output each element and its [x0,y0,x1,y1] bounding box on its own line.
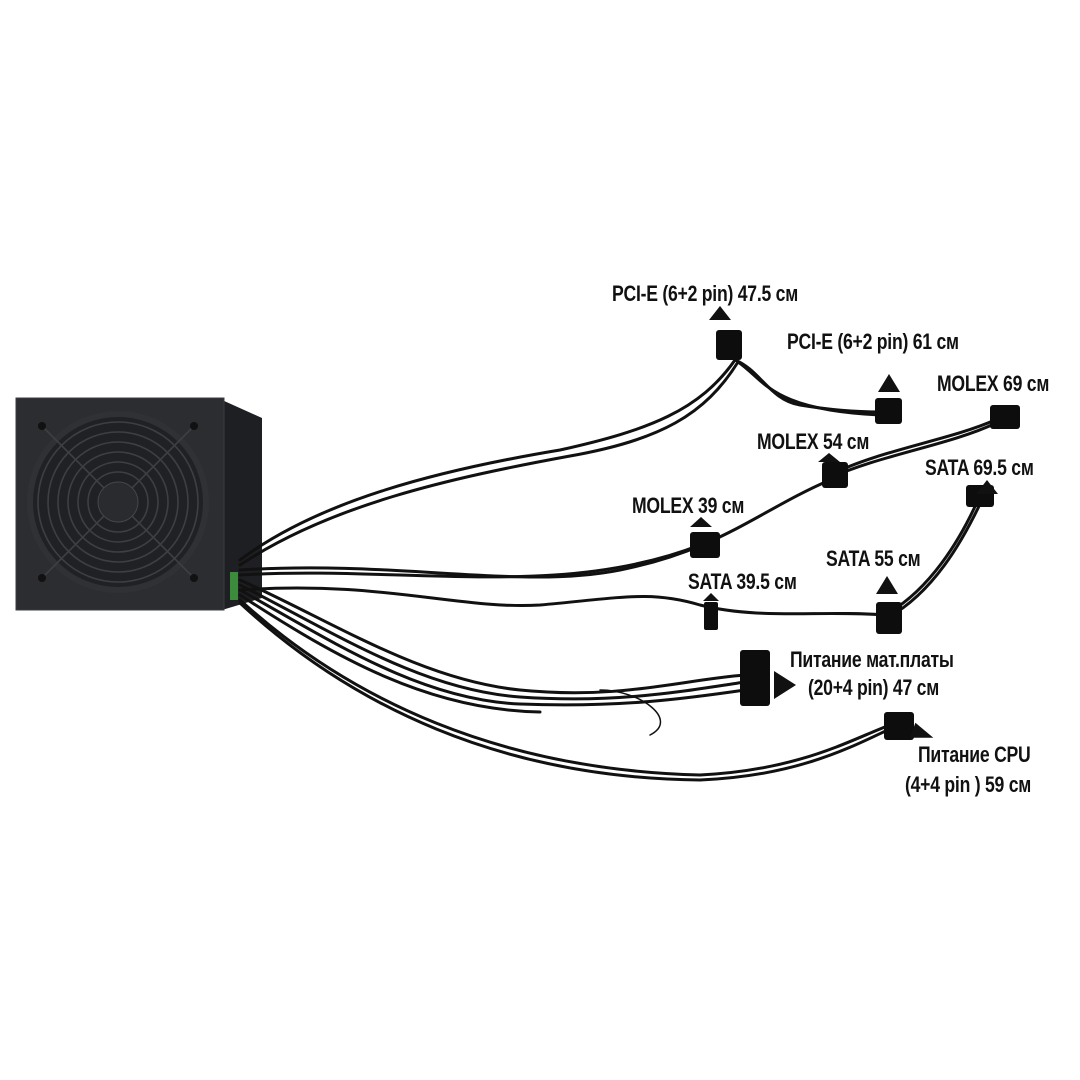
molex-connector-54 [822,462,848,488]
label-cpu-line2: (4+4 pin ) 59 см [905,772,1032,797]
label-sata-69-5: SATA 69.5 см [925,455,1034,480]
cables [238,358,998,782]
cpu-connector [884,712,914,740]
fan-icon [27,411,209,593]
label-pcie-47: PCI-E (6+2 pin) 47.5 см [612,281,799,306]
arrow-up-icon [976,480,998,494]
arrow-up-icon [818,453,840,462]
arrow-up-icon [876,576,898,594]
sata-connector-55 [876,602,902,634]
motherboard-connector [740,650,770,706]
arrow-up-icon [690,517,712,527]
label-molex-69: MOLEX 69 см [937,371,1050,396]
molex-connector-39 [690,532,720,558]
label-cpu-line1: Питание CPU [918,742,1031,767]
label-pcie-61: PCI-E (6+2 pin) 61 см [787,329,959,354]
label-sata-39-5: SATA 39.5 см [688,569,797,594]
pcie-connector-1 [716,330,742,360]
arrow-right-icon [774,671,796,699]
arrow-up-icon [703,593,719,601]
label-molex-39: MOLEX 39 см [632,493,745,518]
pcie-connector-2 [875,398,902,424]
arrow-up-icon [709,306,731,320]
label-sata-55: SATA 55 см [826,546,921,571]
sata-connector-395 [704,602,718,630]
label-motherboard-line2: (20+4 pin) 47 см [808,675,939,700]
arrow-up-icon [878,374,900,392]
molex-connector-69 [990,405,1020,429]
label-molex-54: MOLEX 54 см [757,429,870,454]
label-motherboard-line1: Питание мат.платы [790,647,954,672]
